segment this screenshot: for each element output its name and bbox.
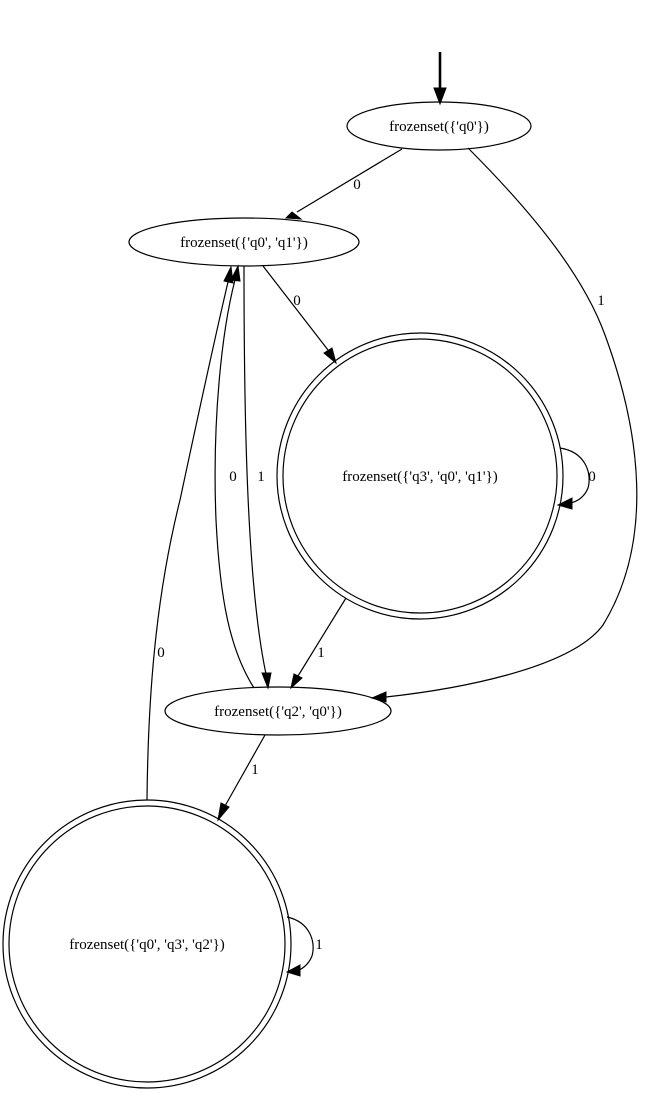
transition-label: 1 — [597, 293, 605, 309]
state-inner-ring — [8, 805, 286, 1083]
state-label-s2: frozenset({'q3', 'q0', 'q1'}) — [342, 469, 498, 485]
transition-label: 0 — [229, 469, 237, 485]
transition-s0-s3: 1 — [370, 147, 638, 703]
transition-s1-s3: 1 — [243, 265, 272, 690]
transition-label: 0 — [588, 469, 596, 485]
state-ellipse — [164, 686, 392, 736]
transition-label: 1 — [317, 645, 325, 661]
state-label-s1: frozenset({'q0', 'q1'}) — [180, 235, 308, 251]
transition-label: 0 — [353, 177, 361, 193]
transition-label: 0 — [157, 645, 165, 661]
state-label-s0: frozenset({'q0'}) — [389, 119, 489, 135]
state-node-s3: frozenset({'q2', 'q0'}) — [164, 686, 392, 736]
transition-s3-s1: 0 — [214, 264, 255, 689]
state-inner-ring — [282, 338, 558, 614]
state-node-s2: frozenset({'q3', 'q0', 'q1'}) — [276, 332, 564, 620]
transition-s2-self: 0 — [556, 447, 596, 510]
transition-s4-self: 1 — [285, 916, 323, 977]
transition-s2-s3: 1 — [290, 597, 347, 690]
transition-s1-s2: 0 — [262, 265, 337, 365]
state-node-s4: frozenset({'q0', 'q3', 'q2'}) — [2, 799, 292, 1089]
state-node-s1: frozenset({'q0', 'q1'}) — [128, 217, 360, 267]
transition-s4-s1: 0 — [146, 265, 234, 801]
transition-label: 1 — [257, 469, 265, 485]
state-ellipse — [346, 101, 532, 151]
transition-label: 0 — [293, 293, 301, 309]
transition-s0-s1: 0 — [284, 148, 403, 220]
transition-s3-s4: 1 — [217, 734, 266, 822]
transition-label: 1 — [251, 762, 259, 778]
state-outer-ring — [276, 332, 564, 620]
state-label-s4: frozenset({'q0', 'q3', 'q2'}) — [69, 937, 225, 953]
state-label-s3: frozenset({'q2', 'q0'}) — [214, 704, 342, 720]
state-node-s0: frozenset({'q0'}) — [346, 101, 532, 151]
transition-label: 1 — [315, 937, 323, 953]
start-arrow — [433, 52, 447, 106]
